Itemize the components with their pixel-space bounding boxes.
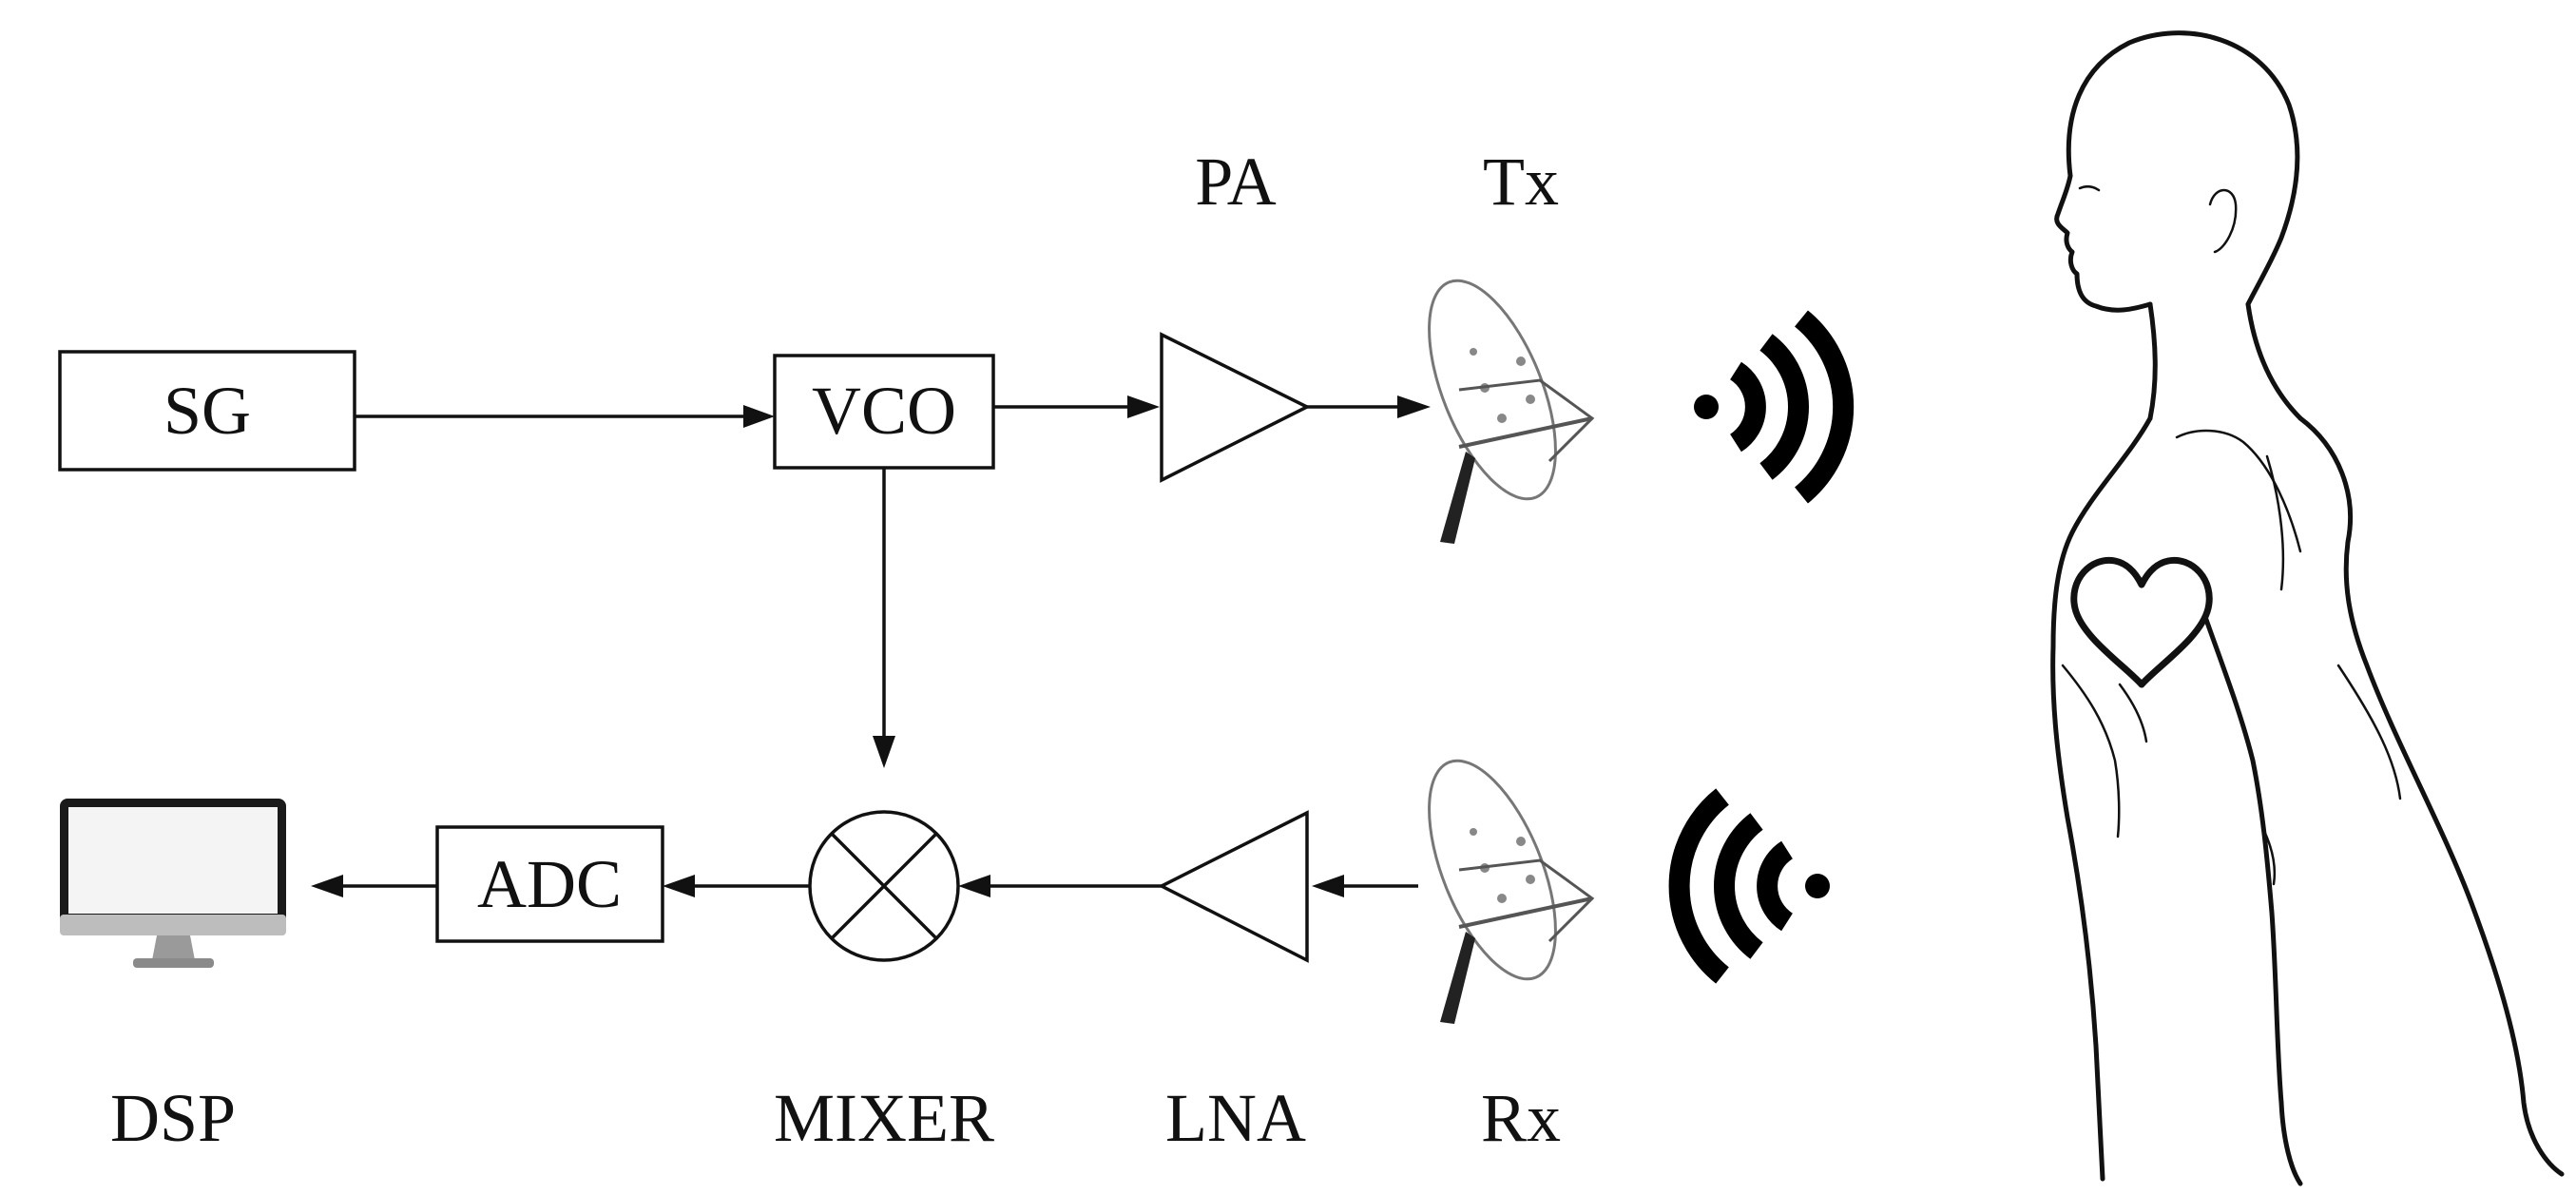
pa-label: PA bbox=[1195, 144, 1276, 220]
adc-to-dsp-arrowhead bbox=[311, 875, 343, 897]
signal-generator-block bbox=[58, 350, 356, 472]
rx-label: Rx bbox=[1481, 1080, 1561, 1156]
power-amplifier-triangle bbox=[1160, 332, 1311, 483]
vco-block bbox=[773, 354, 995, 470]
adc-block bbox=[435, 825, 664, 943]
mixer-cross-icon bbox=[808, 810, 960, 962]
rx-dish-antenna-icon bbox=[1401, 742, 1594, 1026]
lna-label: LNA bbox=[1165, 1080, 1306, 1156]
vco-to-mixer-arrowhead bbox=[873, 736, 895, 768]
sg-to-vco-arrowhead bbox=[743, 405, 775, 428]
mixer-label: MIXER bbox=[774, 1080, 994, 1156]
rx-wireless-signal-icon bbox=[1668, 788, 1830, 984]
vco-to-pa-arrowhead bbox=[1127, 395, 1160, 418]
adc-label: ADC bbox=[477, 846, 622, 922]
dsp-label: DSP bbox=[110, 1080, 236, 1156]
tx-dish-antenna-icon bbox=[1401, 261, 1594, 546]
vco-label: VCO bbox=[812, 373, 956, 449]
tx-label: Tx bbox=[1483, 144, 1559, 220]
human-torso-icon bbox=[2050, 30, 2565, 1186]
rx-to-lna-arrowhead bbox=[1312, 875, 1344, 897]
tx-wireless-signal-icon bbox=[1694, 310, 1855, 504]
heart-icon bbox=[2070, 556, 2213, 688]
sg-label: SG bbox=[163, 373, 251, 449]
mixer-to-adc-arrowhead bbox=[663, 875, 695, 897]
lna-to-mixer-arrowhead bbox=[958, 875, 990, 897]
dsp-monitor-icon bbox=[60, 799, 286, 968]
low-noise-amplifier-triangle bbox=[1158, 810, 1309, 963]
pa-to-tx-arrowhead bbox=[1397, 395, 1431, 418]
